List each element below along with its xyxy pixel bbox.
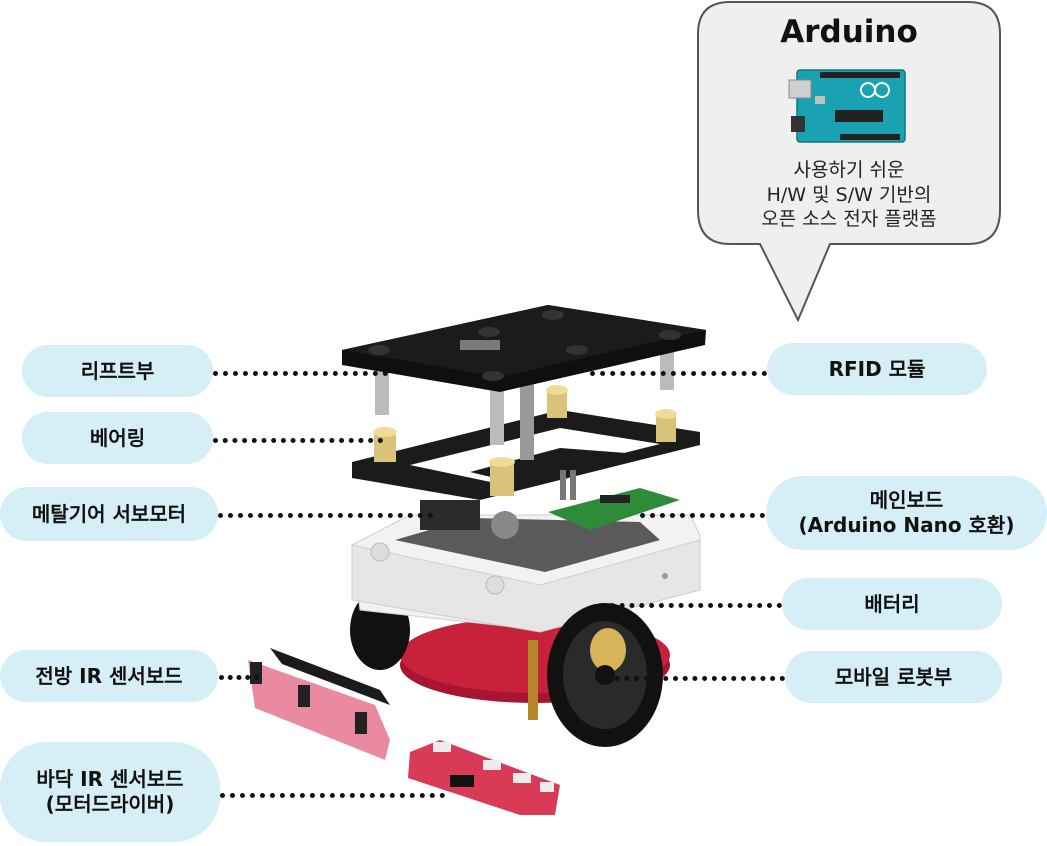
top-plate-rfid (342, 305, 706, 392)
label-bearing: 베어링 (22, 412, 213, 464)
label-bottom-ir-text-2: (모터드라이버) (45, 792, 175, 816)
callout-title: Arduino (780, 14, 918, 50)
callout-line-2: H/W 및 S/W 기반의 (766, 183, 932, 206)
leader-line-servo (218, 513, 433, 518)
right-wheel (547, 603, 663, 747)
leader-line-battery (600, 603, 782, 608)
label-battery-text: 배터리 (864, 591, 920, 616)
label-lift: 리프트부 (22, 345, 213, 397)
label-rfid: RFID 모듈 (767, 343, 987, 395)
main-board (548, 470, 680, 530)
label-main-board: 메인보드 (Arduino Nano 호환) (766, 476, 1047, 550)
leader-line-rfid (590, 371, 767, 376)
bearings (373, 385, 677, 496)
label-mobile-robot: 모바일 로봇부 (785, 651, 1002, 703)
label-servo-text: 메탈기어 서보모터 (31, 501, 187, 526)
label-bottom-ir: 바닥 IR 센서보드 (모터드라이버) (0, 742, 220, 842)
leader-line-front-ir (219, 675, 259, 680)
leader-line-bearing (213, 438, 383, 443)
label-mobile-robot-text: 모바일 로봇부 (834, 664, 953, 689)
leader-line-bottom-ir (220, 793, 445, 798)
callout-line-3: 오픈 소스 전자 플랫폼 (761, 208, 937, 231)
leader-line-main-board (640, 513, 765, 518)
label-bottom-ir-text-1: 바닥 IR 센서보드 (36, 767, 184, 791)
standoffs (375, 350, 674, 445)
servo-motor (420, 380, 534, 539)
bottom-ir-sensor-board (408, 740, 560, 815)
label-servo: 메탈기어 서보모터 (0, 487, 218, 541)
label-front-ir-text: 전방 IR 센서보드 (35, 663, 183, 688)
label-main-board-text-1: 메인보드 (869, 488, 944, 512)
callout-description: 사용하기 쉬운 H/W 및 S/W 기반의 오픈 소스 전자 플랫폼 (698, 158, 1000, 232)
label-bearing-text: 베어링 (89, 425, 146, 450)
label-battery: 배터리 (782, 578, 1002, 630)
label-front-ir: 전방 IR 센서보드 (0, 650, 218, 702)
leader-line-mobile (605, 676, 785, 681)
label-main-board-text-2: (Arduino Nano 호환) (798, 513, 1015, 537)
label-rfid-text: RFID 모듈 (828, 356, 926, 381)
arduino-board-icon (788, 69, 906, 143)
label-lift-text: 리프트부 (80, 358, 155, 383)
robot-body-white (351, 514, 701, 633)
leader-line-lift (213, 371, 388, 376)
callout-line-1: 사용하기 쉬운 (793, 159, 905, 181)
